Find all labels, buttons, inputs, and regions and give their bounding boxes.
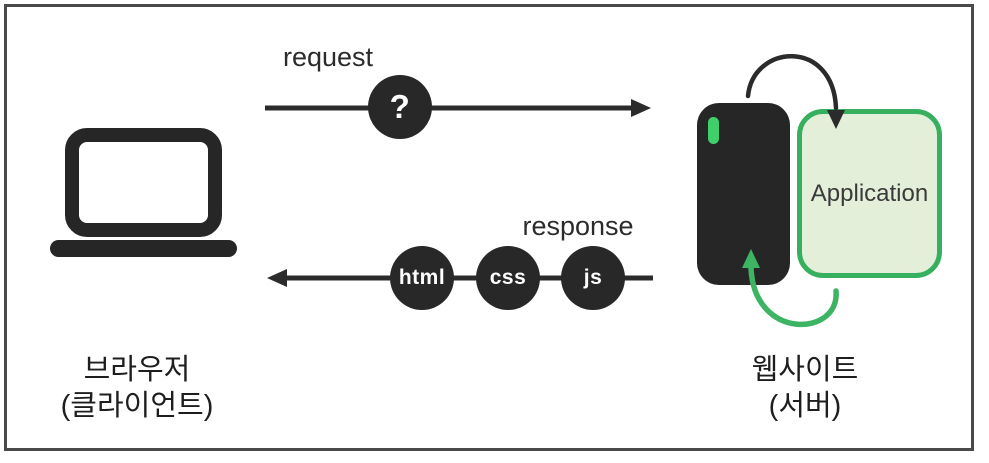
server-led-icon	[708, 117, 719, 144]
client-caption-line1: 브라우저	[83, 354, 191, 386]
server-caption-line1: 웹사이트	[751, 354, 859, 386]
server-caption-line2: (서버)	[768, 390, 842, 422]
client-caption: 브라우저 (클라이언트)	[27, 352, 247, 424]
response-node-html: html	[390, 246, 454, 310]
application-box: Application	[797, 109, 942, 278]
response-node-css: css	[476, 246, 540, 310]
server-box	[697, 103, 790, 285]
request-label: request	[282, 42, 374, 72]
application-label: Application	[810, 179, 929, 207]
laptop-base	[50, 240, 237, 257]
client-caption-line2: (클라이언트)	[60, 390, 214, 422]
request-question-badge: ?	[368, 75, 432, 139]
response-label: response	[522, 211, 634, 241]
response-node-js: js	[561, 246, 625, 310]
laptop-screen	[65, 128, 222, 237]
server-caption: 웹사이트 (서버)	[695, 352, 915, 424]
